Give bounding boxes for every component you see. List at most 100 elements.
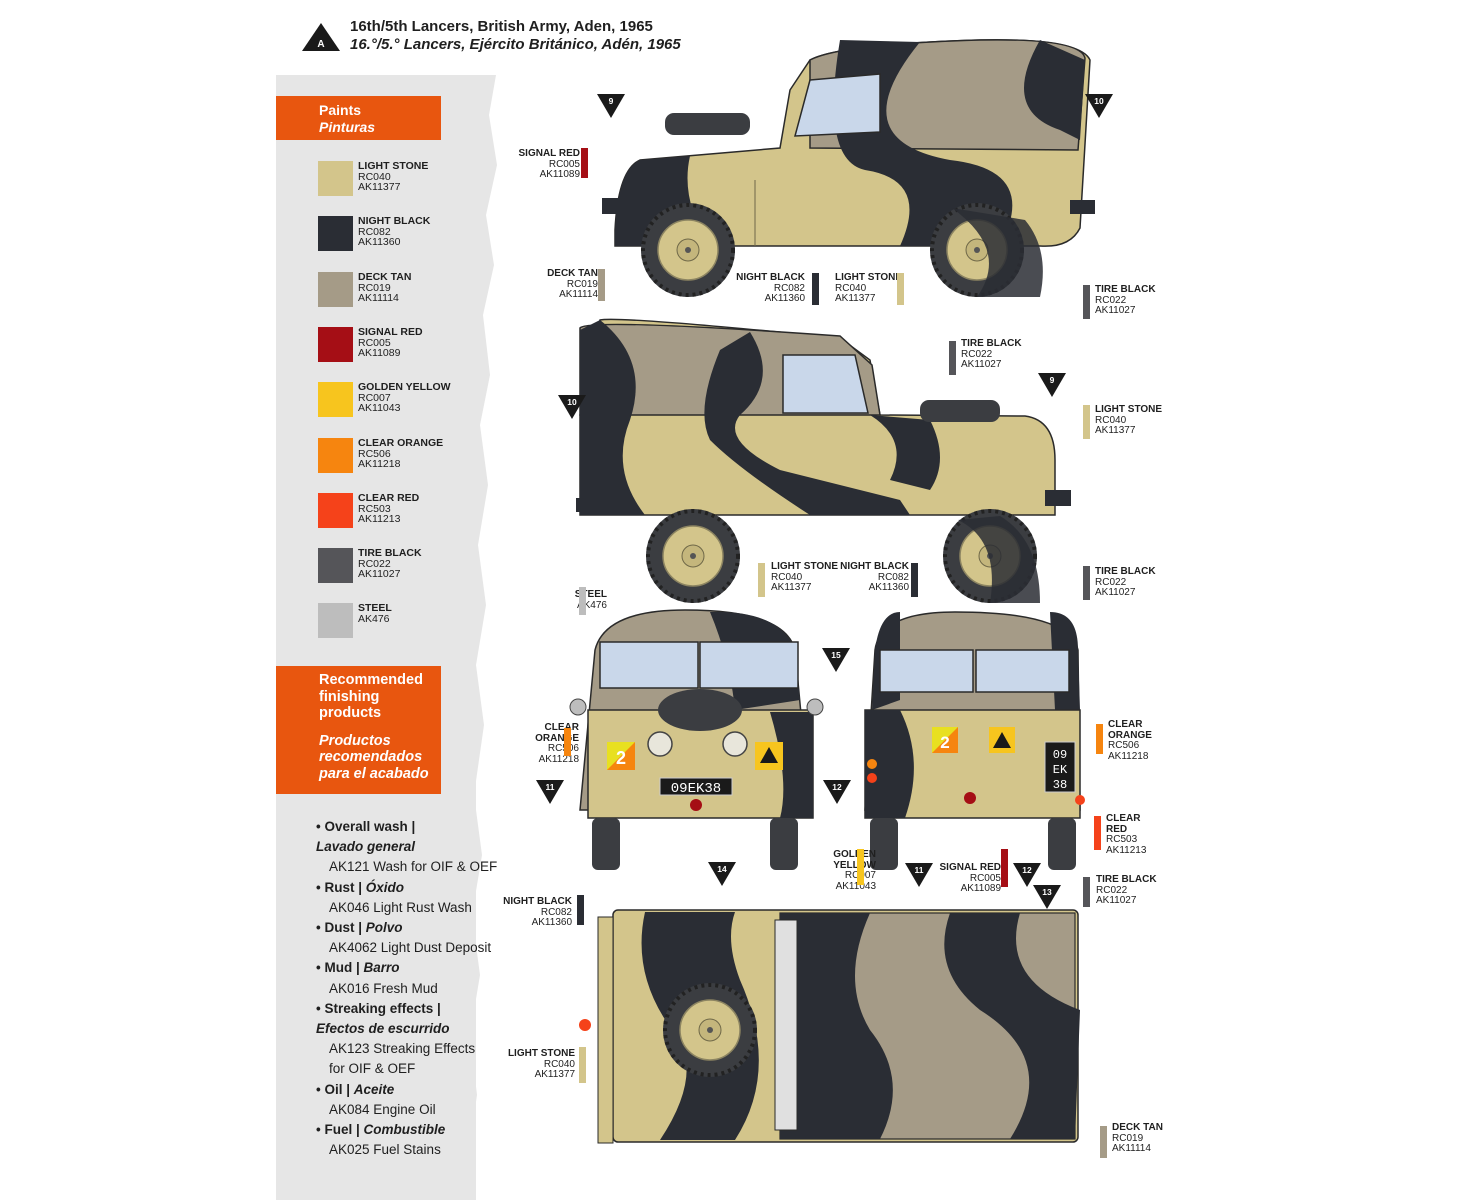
paints-header: Paints Pinturas	[276, 96, 441, 140]
callout-name: LIGHT STONE	[1095, 404, 1163, 415]
callout-name: TIRE BLACK	[1095, 284, 1156, 295]
paint-code: AK11027	[358, 568, 401, 580]
paint-name: SIGNAL RED	[358, 326, 423, 338]
callout-code: AK11027	[1095, 305, 1136, 316]
decal-number: 12	[832, 782, 842, 792]
paint-name: CLEAR ORANGE	[358, 437, 444, 449]
decal-marker: 9	[597, 94, 625, 118]
finishing-label-en: Oil |	[324, 1081, 351, 1097]
callout-code: AK11218	[1108, 750, 1149, 762]
callout-color-bar	[758, 563, 765, 597]
callout-name: TIRE BLACK	[961, 338, 1022, 349]
paint-swatch	[318, 161, 353, 196]
callout-name: NIGHT BLACK	[736, 272, 805, 283]
paint-code: AK11043	[358, 402, 401, 414]
finishing-bullet: •	[316, 1122, 325, 1138]
callout-color-bar	[1096, 724, 1103, 754]
callout-code: AK11377	[771, 582, 812, 593]
decal-marker: 12	[823, 780, 851, 804]
down-triangle-icon	[708, 862, 736, 886]
callout-color-bar	[579, 587, 586, 615]
callout-code: AK11360	[764, 293, 805, 304]
decal-number: 10	[567, 397, 577, 407]
paint-code: AK11114	[358, 292, 399, 304]
front-plate: 09EK38	[671, 781, 721, 797]
callout-color-bar	[1100, 1126, 1107, 1158]
callout-color-bar	[1083, 405, 1090, 439]
callout-color-bar	[1094, 816, 1101, 850]
finishing-bullet: •	[316, 960, 325, 976]
callout-code: RC022	[1095, 294, 1127, 306]
callout-name: CLEAR	[544, 722, 579, 733]
decal-marker: 9	[1038, 373, 1066, 397]
callout-name: STEEL	[574, 589, 607, 600]
paint-code: AK11218	[358, 458, 401, 470]
triangle-badge-icon: A	[302, 23, 340, 51]
finishing-item: • Overall wash |	[316, 817, 497, 837]
down-triangle-icon	[905, 863, 933, 887]
finishing-title-es-line: recomendados	[319, 749, 423, 765]
finishing-item-es-line: Lavado general	[316, 837, 497, 857]
vehicle-artwork: 2 09EK38 2 09 EK 38	[569, 39, 1095, 1144]
callout-code: AK11043	[835, 880, 876, 892]
paint-swatch	[318, 603, 353, 638]
callout-code: RC022	[961, 348, 993, 360]
finishing-product: AK025 Fuel Stains	[329, 1142, 441, 1158]
paint-code: AK11377	[358, 181, 401, 193]
callout-name: DECK TAN	[547, 268, 598, 279]
callout-code: RC040	[543, 1058, 575, 1070]
decal-marker: 14	[708, 862, 736, 886]
callout-code: RC082	[540, 906, 572, 918]
finishing-label-es: Lavado general	[316, 839, 416, 855]
paint-code: AK11213	[358, 513, 401, 525]
unit-number-front: 2	[616, 748, 626, 768]
paint-code: RC082	[358, 225, 391, 238]
finishing-bullet: •	[316, 920, 325, 936]
paint-code: RC503	[358, 502, 391, 515]
finishing-item: • Oil | Aceite	[316, 1080, 497, 1100]
callout-color-bar	[911, 563, 918, 597]
callout-color-bar	[1083, 285, 1090, 319]
paint-swatch	[318, 382, 353, 417]
decal-marker: 13	[1033, 885, 1061, 909]
callout-code: RC019	[566, 278, 598, 290]
paint-code: AK11089	[358, 347, 401, 359]
paint-code: RC506	[358, 447, 391, 460]
vehicle-front-view: 2 09EK38	[569, 609, 824, 870]
down-triangle-icon	[558, 395, 586, 419]
finishing-item-es-line: Efectos de escurrido	[316, 1019, 497, 1039]
paints-title-en: Paints	[319, 102, 362, 118]
callout-color-bar	[857, 849, 864, 885]
callout-name: LIGHT STONE	[835, 272, 903, 283]
finishing-title-es: Productos recomendados para el acabado	[319, 733, 441, 783]
callout-color-bar	[577, 895, 584, 925]
callout-name: GOLDEN	[833, 849, 876, 860]
rear-plate-line: 09	[1053, 748, 1067, 762]
callout-color-bar	[579, 1047, 586, 1083]
finishing-title-es-line: para el acabado	[319, 765, 429, 782]
finishing-label-en: Rust |	[324, 879, 363, 895]
callout-color-bar	[1001, 849, 1008, 887]
callout-code: RC506	[1108, 740, 1140, 751]
down-triangle-icon	[536, 780, 564, 804]
badge-letter: A	[317, 39, 324, 50]
decal-marker: 10	[558, 395, 586, 419]
finishing-bullet: •	[316, 1000, 325, 1016]
finishing-item: • Rust | Óxido	[316, 878, 497, 898]
finishing-label-en: Dust |	[324, 920, 363, 936]
finishing-product: AK016 Fresh Mud	[329, 980, 438, 996]
callout-code: RC082	[877, 571, 909, 583]
paint-code: RC007	[358, 391, 391, 404]
